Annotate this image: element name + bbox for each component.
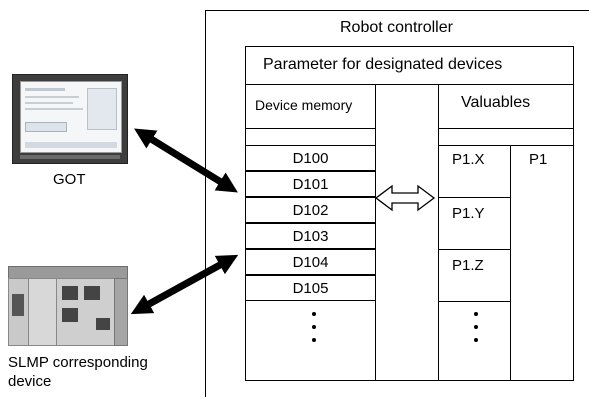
slmp-device-image [8,266,128,346]
variables-header-line-1 [438,128,574,129]
device-ellipsis-dot [312,325,316,329]
device-cell-label: D105 [292,280,329,297]
device-ellipsis-dot [312,338,316,342]
device-cell: D102 [245,197,376,223]
mapping-double-arrow [374,184,436,212]
device-memory-header-line-1 [245,128,376,129]
variable-cell-divider [438,301,510,302]
variable-ellipsis-dot [474,312,478,316]
device-cell: D104 [245,249,376,275]
variables-group-divider [510,145,511,381]
controller-frame [205,10,589,397]
variable-cell-label: P1.Z [452,257,484,274]
variable-ellipsis-dot [474,338,478,342]
device-cell: D105 [245,275,376,301]
device-cell-label: D103 [292,228,329,245]
variable-cell-label: P1.X [452,151,485,168]
slmp-label-line2: device [8,373,52,390]
controller-title: Robot controller [340,19,453,36]
variables-column [438,84,574,381]
variable-cell-divider [438,197,510,198]
device-cell-label: D100 [292,150,329,167]
slmp-double-arrow [130,254,239,315]
device-ellipsis-dot [312,312,316,316]
device-cell-label: D101 [292,176,329,193]
slmp-label-line1: SLMP corresponding [8,354,148,371]
parameter-header-divider [245,84,574,85]
variables-header-line-2 [438,145,574,146]
got-double-arrow [134,128,238,193]
got-screen [20,81,122,153]
device-cell-label: D102 [292,202,329,219]
variable-cell-label: P1.Y [452,205,485,222]
device-cell: D103 [245,223,376,249]
device-cell-label: D104 [292,254,329,271]
device-memory-header: Device memory [255,97,353,113]
parameter-header: Parameter for designated devices [263,56,503,73]
variables-header: Valuables [461,94,531,111]
variable-cell-divider [438,249,510,250]
device-cell: D101 [245,171,376,197]
variables-group-label: P1 [529,151,548,168]
variable-ellipsis-dot [474,325,478,329]
got-device-image [12,74,128,164]
device-cell: D100 [245,145,376,171]
got-label: GOT [53,171,86,188]
